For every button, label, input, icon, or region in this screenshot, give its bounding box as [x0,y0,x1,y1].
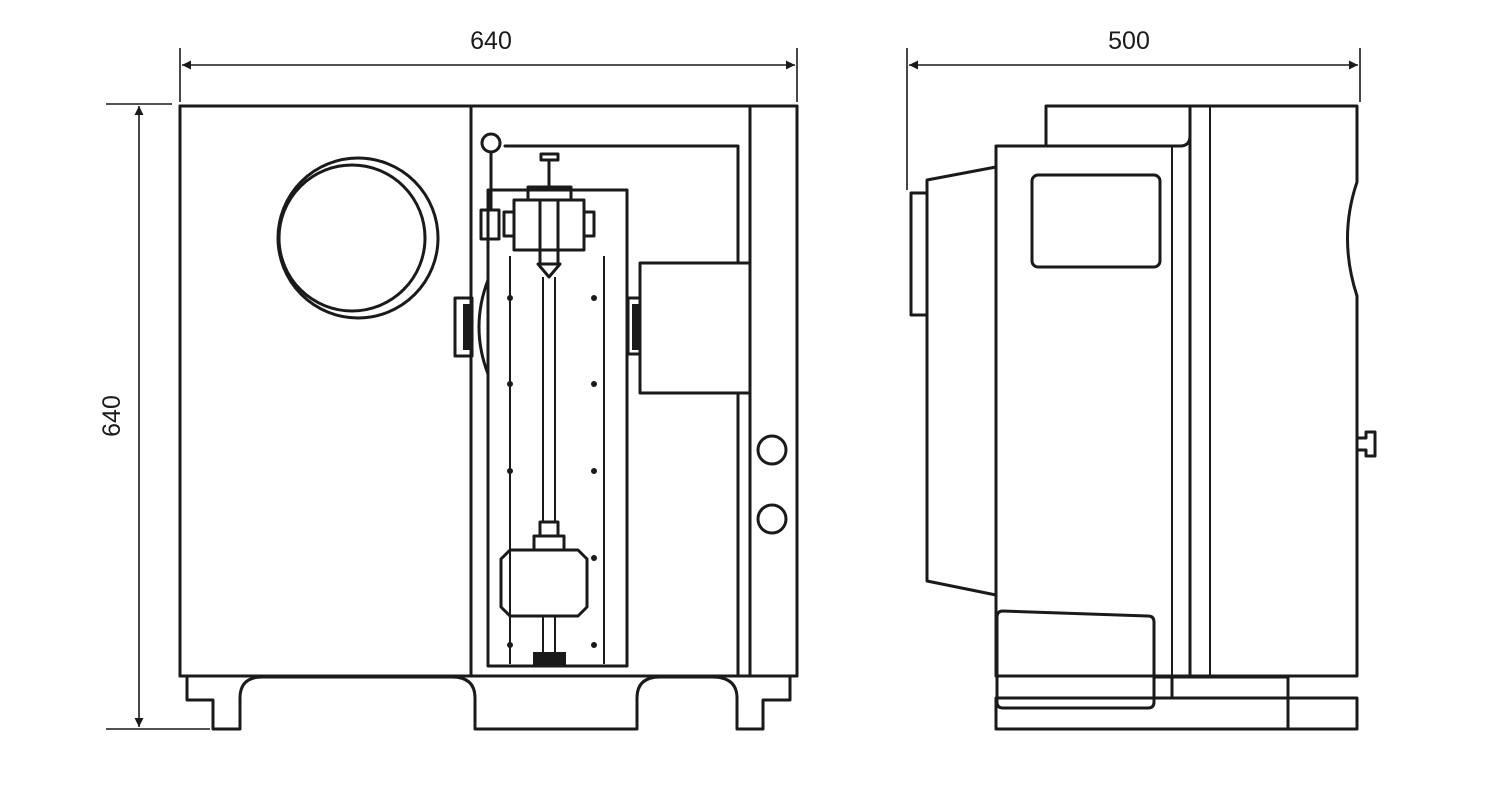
front-height-label: 640 [98,395,126,437]
side-depth-label: 500 [1108,27,1150,55]
side-base-lower [994,696,1359,731]
right-hinge-block [632,304,640,350]
lower-clamp [499,520,589,666]
front-base [185,675,792,731]
front-width-dimension: 640 [179,27,798,102]
side-main-body [1188,104,1359,678]
side-front-panel [994,134,1192,678]
side-base-step [1152,675,1290,700]
side-top-cap [1044,104,1192,148]
side-handle-icon [1355,430,1377,458]
side-view [909,104,1377,731]
side-door-profile [925,165,998,597]
side-door-knob [909,191,929,317]
control-knob-upper [756,434,788,466]
front-width-label: 640 [470,27,512,55]
front-height-dimension: 640 [98,103,210,730]
left-hinge-block [463,304,472,350]
front-view [178,104,799,731]
upper-clamp [502,152,596,279]
lever-ball-icon [480,132,502,154]
upper-rail [503,144,740,264]
side-drawer [995,609,1156,710]
front-left-door [178,104,473,678]
side-depth-dimension: 500 [906,27,1361,190]
door-arc [477,278,490,376]
guide-rail-dots [507,295,597,648]
right-side-column [748,104,799,678]
viewing-window-outer [276,156,440,320]
control-knob-lower [756,503,788,535]
side-display-panel [1030,173,1162,269]
viewing-window-inner [277,163,427,313]
drive-box [638,261,752,395]
lever-handle [479,208,501,241]
